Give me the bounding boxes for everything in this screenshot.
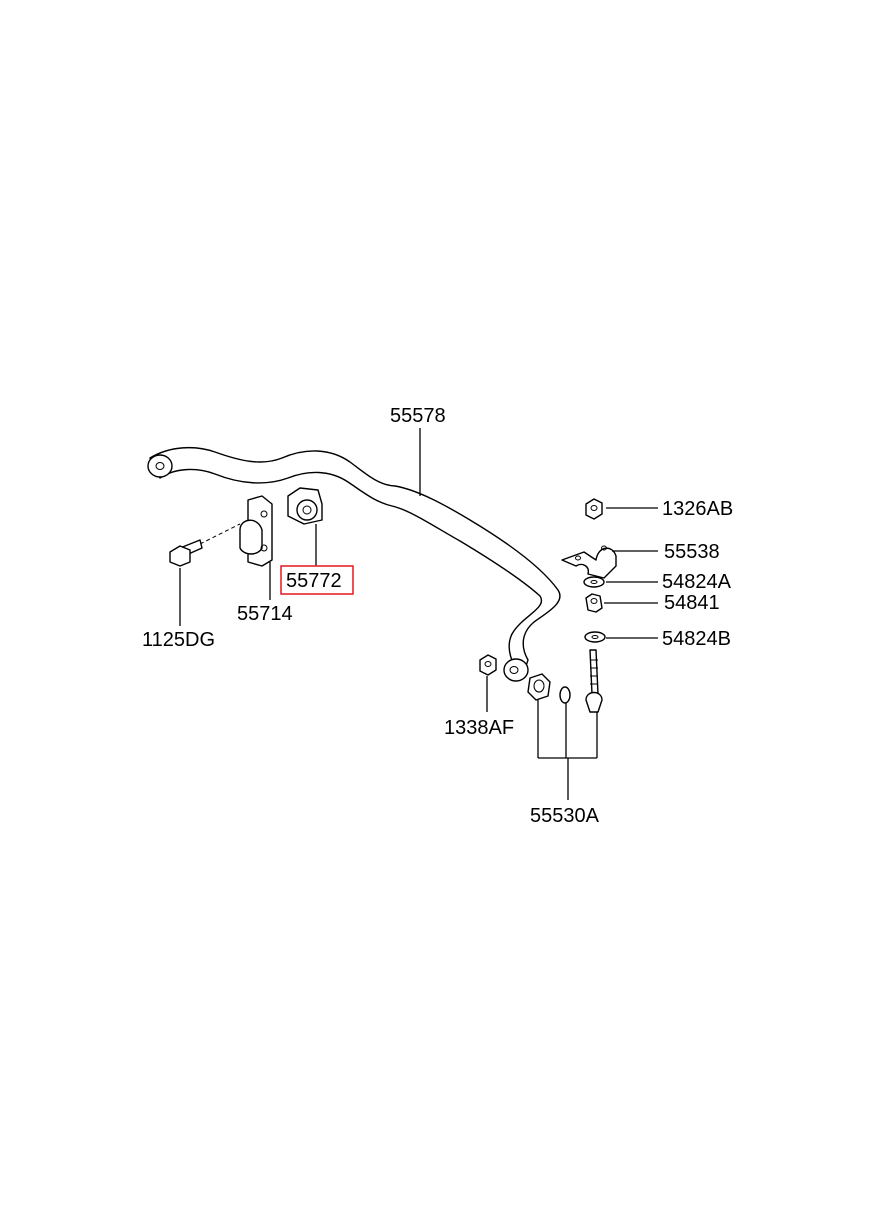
selected-part-highlight xyxy=(280,565,354,595)
label-washer-b[interactable]: 54824B xyxy=(662,628,731,650)
label-upper-nut[interactable]: 1326AB xyxy=(662,498,733,520)
label-lower-nut[interactable]: 1338AF xyxy=(444,717,514,739)
bolt[interactable] xyxy=(169,523,241,567)
label-bushing[interactable]: 55772 xyxy=(286,570,342,592)
label-bolt[interactable]: 1125DG xyxy=(142,629,215,651)
label-clamp[interactable]: 55714 xyxy=(237,603,293,625)
lower-nut[interactable] xyxy=(479,654,497,676)
upper-nut[interactable] xyxy=(585,498,603,520)
stabilizer-bar[interactable] xyxy=(147,446,561,682)
small-bushing[interactable] xyxy=(585,593,603,613)
leader-lines xyxy=(179,428,658,800)
label-link-assembly[interactable]: 55530A xyxy=(530,805,600,827)
label-washer-a[interactable]: 54824A xyxy=(662,571,732,593)
bracket[interactable] xyxy=(561,545,617,579)
label-stabilizer-bar[interactable]: 55578 xyxy=(390,405,446,427)
bushing[interactable] xyxy=(287,487,323,525)
clamp[interactable] xyxy=(239,495,273,567)
link-assembly[interactable] xyxy=(527,649,603,713)
washer-b[interactable] xyxy=(584,631,606,643)
label-small-bushing[interactable]: 54841 xyxy=(664,592,720,614)
label-bracket[interactable]: 55538 xyxy=(664,541,720,563)
washer-a[interactable] xyxy=(583,576,605,588)
